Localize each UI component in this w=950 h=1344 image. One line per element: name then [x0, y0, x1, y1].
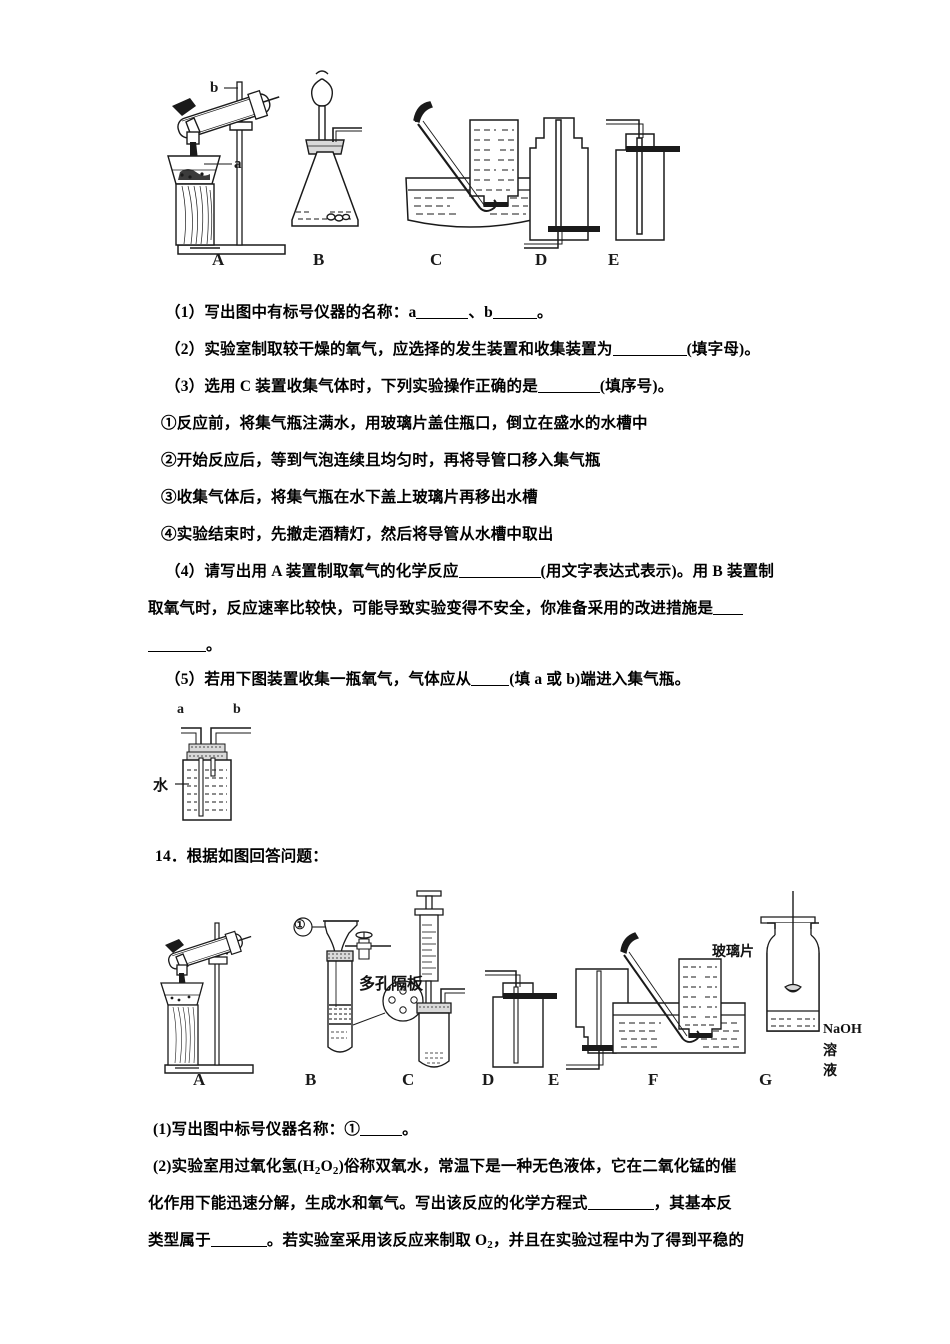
q13-2-text-before: （2）实验室制取较干燥的氧气，应选择的发生装置和收集装置为 — [165, 341, 613, 358]
figure3-callout-circle1: ① — [294, 917, 306, 932]
figure3-glass-plate-label: 玻璃片 — [712, 943, 754, 959]
figure-gas-washing-bottle: a b 水 — [153, 700, 385, 830]
figure2-port-b: b — [233, 702, 241, 717]
apparatus-e — [606, 119, 680, 241]
figure1-label-D: D — [535, 250, 548, 269]
apparatus-14-a — [160, 922, 254, 1074]
figure3-porous-plate-label: 多孔隔板 — [359, 976, 424, 993]
q14-item-2-line3: 类型属于 。若实验室采用该反应来制取 O2，并且在实验过程中为了得到平稳的 — [148, 1233, 744, 1251]
q13-item-4-line2: 取氧气时，反应速率比较快，可能导致实验变得不安全，你准备采用的改进措施是 — [148, 600, 744, 617]
q14-2-line2-after: ，其基本反 — [653, 1195, 733, 1212]
q13-item-1: （1）写出图中有标号仪器的名称：a 、b 。 — [165, 305, 553, 321]
figure3-label-C: C — [402, 1070, 415, 1089]
q14-1-blank[interactable] — [360, 1135, 403, 1136]
figure3-label-G: G — [759, 1070, 773, 1089]
q13-item-2: （2）实验室制取较干燥的氧气，应选择的发生装置和收集装置为 (填字母)。 — [165, 342, 760, 358]
figure-apparatus-set-2: ① 多孔隔板 玻璃片 NaOH 溶液 A B C D E F G — [155, 885, 862, 1089]
q13-4-text-before: （4）请写出用 A 装置制取氧气的化学反应 — [165, 563, 459, 580]
q13-4-text-after: (用文字表达式表示)。用 B 装置制 — [540, 563, 775, 580]
figure3-label-F: F — [648, 1070, 659, 1089]
q14-2-sub-o2: 2 — [332, 1165, 339, 1177]
q13-4-blank-2b[interactable] — [148, 651, 206, 652]
figure2-water-label: 水 — [153, 777, 169, 794]
apparatus-14-b — [293, 917, 424, 1053]
q13-4-line3-after: 。 — [206, 637, 222, 654]
q14-2-line3-mid: 。若实验室采用该反应来制取 O — [266, 1232, 488, 1249]
q13-item-4-line1: （4）请写出用 A 装置制取氧气的化学反应 (用文字表达式表示)。用 B 装置制 — [165, 564, 774, 580]
apparatus-c — [405, 101, 533, 228]
q14-2-blank-equation[interactable] — [587, 1209, 654, 1210]
q14-2-line3-before: 类型属于 — [148, 1232, 211, 1249]
q13-1-text-before: （1）写出图中有标号仪器的名称：a — [165, 304, 417, 321]
q13-1-blank-a[interactable] — [416, 318, 469, 319]
q14-item-2-line1: (2)实验室用过氧化氢(H2O2)俗称双氧水，常温下是一种无色液体，它在二氧化锰… — [153, 1159, 736, 1177]
q14-2-sub-h2: 2 — [314, 1165, 321, 1177]
q14-item-2-line2: 化作用下能迅速分解，生成水和氧气。写出该反应的化学方程式 ，其基本反 — [148, 1196, 732, 1212]
q13-5-text-before: （5）若用下图装置收集一瓶氧气，气体应从 — [165, 671, 472, 688]
q13-3-blank[interactable] — [537, 392, 600, 393]
figure3-solution-label: 溶液 — [823, 1042, 837, 1078]
apparatus-b — [291, 70, 362, 227]
q13-option-2: ②开始反应后，等到气泡连续且均匀时，再将导管口移入集气瓶 — [161, 452, 601, 469]
q13-option-3: ③收集气体后，将集气瓶在水下盖上玻璃片再移出水槽 — [161, 489, 538, 506]
q14-2-line1-a: (2)实验室用过氧化氢(H — [153, 1158, 315, 1175]
q13-5-text-after: (填 a 或 b)端进入集气瓶。 — [509, 671, 691, 688]
q13-item-4-line3: 。 — [148, 638, 222, 654]
q13-4-blank-1[interactable] — [458, 577, 541, 578]
q13-3-text-after: (填序号)。 — [599, 378, 674, 395]
q13-item-5: （5）若用下图装置收集一瓶氧气，气体应从 (填 a 或 b)端进入集气瓶。 — [165, 672, 690, 688]
q14-heading: 14．根据如图回答问题： — [155, 848, 328, 865]
q13-4-blank-2a[interactable] — [713, 614, 744, 615]
q13-1-text-after: 。 — [536, 304, 553, 321]
figure3-label-B: B — [305, 1070, 317, 1089]
apparatus-14-g — [760, 891, 820, 1032]
q13-option-1: ①反应前，将集气瓶注满水，用玻璃片盖住瓶口，倒立在盛水的水槽中 — [161, 415, 648, 432]
apparatus-d — [524, 117, 600, 249]
apparatus-14-c — [414, 890, 465, 1068]
figure3-label-E: E — [548, 1070, 560, 1089]
apparatus-14-d — [485, 970, 557, 1068]
apparatus-a — [167, 81, 286, 255]
q13-2-blank[interactable] — [612, 355, 687, 356]
q13-option-4: ④实验结束时，先撤走酒精灯，然后将导管从水槽中取出 — [161, 526, 554, 543]
q13-5-blank[interactable] — [471, 685, 510, 686]
q13-1-text-mid: 、b — [468, 304, 493, 321]
q14-1-text-before: (1)写出图中标号仪器名称：① — [153, 1121, 361, 1138]
q14-2-line2-before: 化作用下能迅速分解，生成水和氧气。写出该反应的化学方程式 — [148, 1195, 588, 1212]
callout-label-b: b — [210, 80, 219, 96]
q13-2-text-after: (填字母)。 — [686, 341, 761, 358]
callout-label-a: a — [234, 156, 242, 172]
figure-apparatus-set-1: b a A B C D E — [160, 60, 680, 269]
q14-2-line3-after: ，并且在实验过程中为了得到平稳的 — [492, 1232, 745, 1249]
q13-3-text-before: （3）选用 C 装置收集气体时，下列实验操作正确的是 — [165, 378, 538, 395]
figure3-naoh-label: NaOH — [823, 1022, 862, 1037]
q14-2-sub-o2b: 2 — [487, 1239, 493, 1251]
apparatus-14-f — [612, 932, 746, 1054]
figure2-port-a: a — [177, 702, 184, 717]
figure1-label-E: E — [608, 250, 620, 269]
q14-item-1: (1)写出图中标号仪器名称：① 。 — [153, 1122, 418, 1138]
q13-item-3: （3）选用 C 装置收集气体时，下列实验操作正确的是 (填序号)。 — [165, 379, 673, 395]
q14-2-line1-c: )俗称双氧水，常温下是一种无色液体，它在二氧化锰的催 — [338, 1158, 737, 1175]
figure1-label-B: B — [313, 250, 325, 269]
figure3-label-A: A — [193, 1070, 206, 1089]
q13-4-line2-text: 取氧气时，反应速率比较快，可能导致实验变得不安全，你准备采用的改进措施是 — [148, 600, 714, 617]
figure3-label-D: D — [482, 1070, 495, 1089]
q14-2-blank-type[interactable] — [210, 1246, 267, 1247]
figure1-label-C: C — [430, 250, 443, 269]
figure1-label-A: A — [212, 250, 225, 269]
q13-1-blank-b[interactable] — [492, 318, 537, 319]
q14-1-text-after: 。 — [402, 1121, 418, 1138]
q14-2-line1-b: O — [320, 1158, 333, 1175]
